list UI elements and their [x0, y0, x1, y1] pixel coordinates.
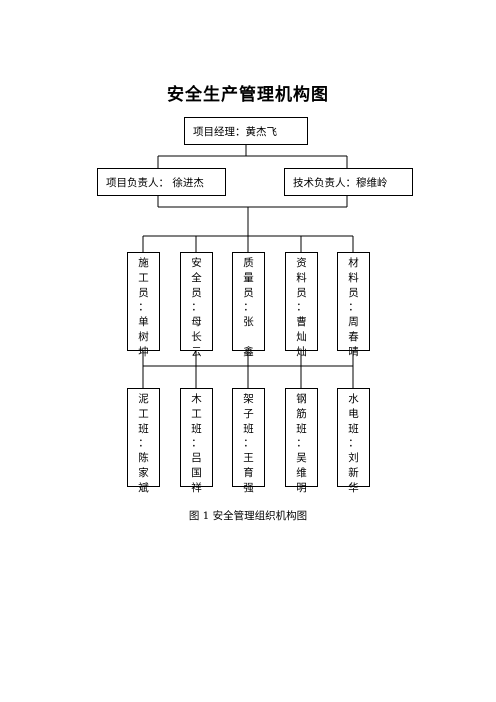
staff-char: 料 [348, 271, 359, 284]
team-char: ： [296, 437, 307, 450]
team-char: 国 [191, 466, 202, 479]
staff-box-documents: 资 料 员 ： 曹 灿 灿 [285, 252, 318, 358]
team-char: 明 [296, 481, 307, 494]
team-char: 王 [243, 452, 254, 465]
team-char: 祥 [191, 481, 202, 494]
staff-char: 曹 [296, 316, 307, 329]
staff-char: 员 [243, 286, 254, 299]
staff-box-materials: 材 料 员 ： 周 春 晴 [337, 252, 370, 358]
staff-char: 坤 [138, 345, 149, 358]
team-char: 班 [296, 422, 307, 435]
team-char: 班 [191, 422, 202, 435]
staff-char: 张 [243, 316, 254, 329]
staff-char: 鑫 [243, 345, 254, 358]
team-char: 班 [243, 422, 254, 435]
staff-char: 树 [138, 330, 149, 343]
staff-char: 母 [191, 316, 202, 329]
staff-char: ： [191, 301, 202, 314]
team-char: 新 [348, 466, 359, 479]
staff-char: 长 [191, 330, 202, 343]
staff-char: ： [243, 301, 254, 314]
team-char: 班 [138, 422, 149, 435]
team-box-plumbing-electrical: 水 电 班 ： 刘 新 华 [337, 388, 370, 494]
team-char: ： [138, 437, 149, 450]
staff-char: 周 [348, 316, 359, 329]
team-char: 吕 [191, 452, 202, 465]
staff-char: 材 [348, 257, 359, 269]
team-char: 木 [191, 393, 202, 405]
staff-box-construction: 施 工 员 ： 单 树 坤 [127, 252, 160, 358]
project-lead-box: 项目负责人： 徐进杰 [97, 168, 226, 196]
staff-char: 料 [296, 271, 307, 284]
team-char: 筋 [296, 407, 307, 420]
staff-char: 员 [191, 286, 202, 299]
team-box-scaffolding: 架 子 班 ： 王 育 强 [232, 388, 265, 494]
team-char: 泥 [138, 393, 149, 405]
project-manager-box: 项目经理：黄杰飞 [184, 117, 308, 145]
staff-char: 员 [348, 286, 359, 299]
team-char: 陈 [138, 452, 149, 465]
staff-char: 灿 [296, 345, 307, 358]
staff-char: 春 [348, 330, 359, 343]
team-char: 斌 [138, 481, 149, 494]
tech-lead-label: 技术负责人：穆维岭 [293, 176, 388, 189]
team-char: 电 [348, 407, 359, 420]
team-box-masonry: 泥 工 班 ： 陈 家 斌 [127, 388, 160, 494]
team-char: 工 [191, 407, 202, 420]
team-char: 吴 [296, 452, 307, 465]
team-char: 架 [243, 393, 254, 405]
staff-char: ： [348, 301, 359, 314]
staff-char: 施 [138, 257, 149, 269]
staff-char: 量 [243, 271, 254, 284]
staff-char: 工 [138, 271, 149, 284]
staff-char: 灿 [296, 330, 307, 343]
figure-caption: 图 1 安全管理组织机构图 [188, 510, 308, 522]
team-char: 班 [348, 422, 359, 435]
team-char: 钢 [296, 393, 307, 405]
team-char: 维 [296, 466, 307, 479]
team-box-rebar: 钢 筋 班 ： 吴 维 明 [285, 388, 318, 494]
team-char: 水 [348, 393, 359, 405]
staff-char: 云 [191, 345, 202, 358]
staff-char: 员 [138, 286, 149, 299]
staff-char: 单 [138, 316, 149, 329]
project-lead-label: 项目负责人： 徐进杰 [106, 176, 204, 189]
tech-lead-box: 技术负责人：穆维岭 [284, 168, 413, 196]
staff-char: 安 [191, 257, 202, 269]
team-char: 育 [243, 466, 254, 479]
staff-box-safety: 安 全 员 ： 母 长 云 [180, 252, 213, 358]
team-char: ： [191, 437, 202, 450]
team-box-carpentry: 木 工 班 ： 吕 国 祥 [180, 388, 213, 494]
team-char: 强 [243, 481, 254, 494]
diagram-title: 安全生产管理机构图 [167, 85, 329, 105]
staff-char: ： [138, 301, 149, 314]
staff-char: 资 [296, 257, 307, 269]
project-manager-label: 项目经理：黄杰飞 [193, 125, 277, 138]
team-char: 工 [138, 407, 149, 420]
staff-char: 全 [191, 271, 202, 284]
team-char: ： [348, 437, 359, 450]
staff-char: 质 [243, 257, 254, 269]
team-char: ： [243, 437, 254, 450]
team-char: 家 [138, 466, 149, 479]
staff-char: ： [296, 301, 307, 314]
team-char: 子 [243, 407, 254, 420]
staff-char: 晴 [348, 345, 359, 358]
staff-box-quality: 质 量 员 ： 张 鑫 [232, 252, 265, 358]
staff-char [233, 330, 264, 345]
team-char: 刘 [348, 452, 359, 465]
staff-char: 员 [296, 286, 307, 299]
team-char: 华 [348, 481, 359, 494]
